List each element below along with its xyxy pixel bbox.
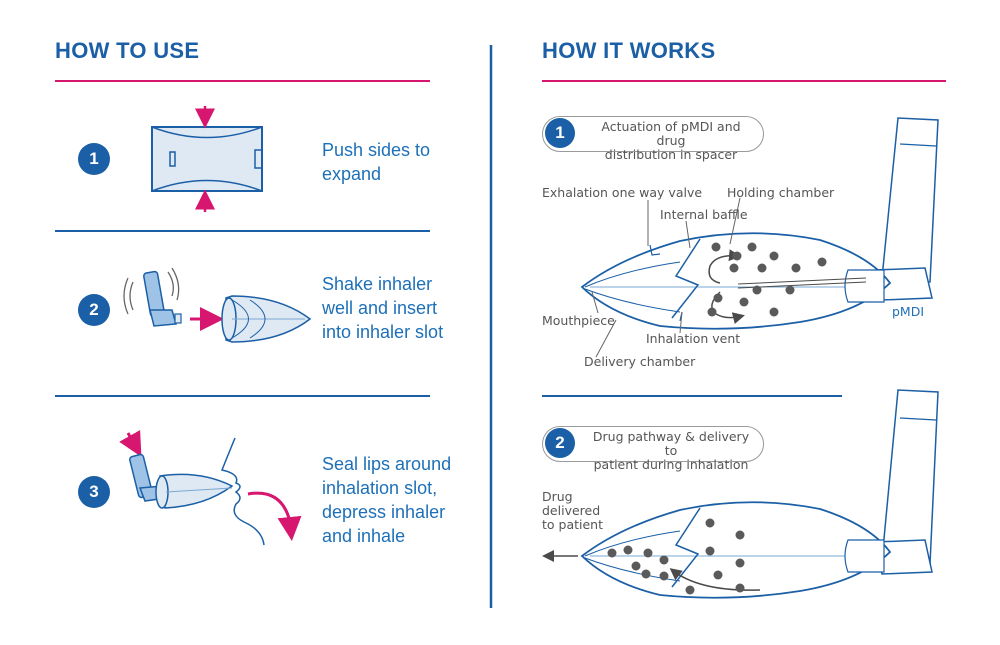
label-internal-baffle: Internal baffle <box>660 207 748 222</box>
panel-2-caption-text: Drug pathway & delivery to patient durin… <box>592 429 750 472</box>
step-3-text: Seal lips around inhalation slot, depres… <box>322 454 452 546</box>
panel-1-caption-text: Actuation of pMDI and drug distribution … <box>601 119 741 162</box>
label-pmdi: pMDI <box>892 304 925 319</box>
how-to-use-heading: HOW TO USE <box>55 38 200 63</box>
panel-2-number: 2 <box>545 428 575 458</box>
step-1-number: 1 <box>78 143 110 175</box>
label-exhalation-valve: Exhalation one way valve <box>542 185 703 200</box>
spacer-diagram-1 <box>580 117 939 358</box>
label-inhalation-vent: Inhalation vent <box>646 331 741 346</box>
panel-1-number: 1 <box>545 118 575 148</box>
label-holding-chamber: Holding chamber <box>727 185 835 200</box>
step-1-text: Push sides to expand <box>322 140 431 184</box>
how-it-works-heading: HOW IT WORKS <box>542 38 716 63</box>
step-2-text: Shake inhaler well and insert into inhal… <box>322 274 444 342</box>
flat-spacer-illustration <box>151 106 263 212</box>
step-2-number: 2 <box>78 294 110 326</box>
spacer-diagram-2 <box>542 389 939 599</box>
label-mouthpiece: Mouthpiece <box>542 313 615 328</box>
panel-2-caption: 2 Drug pathway & delivery to patient dur… <box>542 426 764 472</box>
panel-1-caption: 1 Actuation of pMDI and drug distributio… <box>542 116 764 162</box>
shake-inhaler-illustration <box>123 267 312 343</box>
inhale-illustration <box>119 430 302 546</box>
step-3-number: 3 <box>78 476 110 508</box>
label-delivery-chamber: Delivery chamber <box>584 354 696 369</box>
label-drug-delivered: Drug delivered to patient <box>542 489 604 532</box>
